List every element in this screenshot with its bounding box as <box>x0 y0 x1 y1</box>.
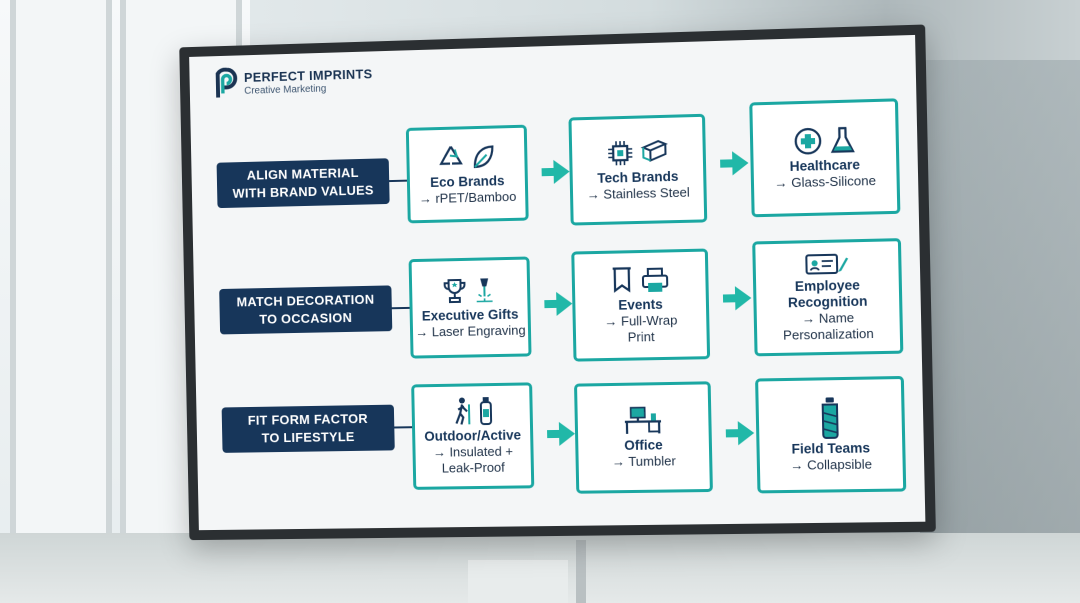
trophy-icon <box>443 277 467 305</box>
desk-icon <box>623 405 664 436</box>
leaf-icon <box>470 142 496 171</box>
card-events: Events → Full-Wrap Print <box>571 248 711 362</box>
card-field-teams: Field Teams → Collapsible <box>755 375 907 494</box>
arrow-icon <box>556 291 573 316</box>
hiker-icon <box>451 397 473 426</box>
arrow-icon <box>553 159 570 184</box>
card-tech-brands: Tech Brands → Stainless Steel <box>568 113 708 226</box>
card-subtitle: → Glass-Silicone <box>774 172 877 191</box>
arrow-icon <box>732 150 749 176</box>
row-label-decoration: MATCH DECORATION TO OCCASION <box>219 285 393 335</box>
card-title: Eco Brands <box>430 173 505 191</box>
brand-header: PERFECT IMPRINTS Creative Marketing <box>213 63 373 99</box>
card-subtitle: → rPET/Bamboo <box>418 188 517 207</box>
medical-cross-icon <box>792 126 823 157</box>
display-monitor: PERFECT IMPRINTS Creative Marketing ALIG… <box>179 24 936 541</box>
row-connector <box>391 306 410 310</box>
card-title: Events <box>618 296 663 313</box>
row-connector <box>389 179 407 183</box>
arrow-icon <box>558 421 576 446</box>
monitor-stand-base <box>468 560 568 603</box>
steel-beam-icon <box>640 138 669 167</box>
row-connector <box>394 426 413 429</box>
card-title: Outdoor/Active <box>424 427 522 444</box>
logo-icon <box>213 67 239 99</box>
card-subtitle: → Stainless Steel <box>586 184 690 203</box>
card-subtitle: → Laser Engraving <box>415 322 526 340</box>
card-title: Executive Gifts <box>421 306 519 324</box>
card-subtitle: → Collapsible <box>790 456 873 473</box>
window-pane <box>10 0 112 562</box>
card-subtitle: → Full-Wrap Print <box>604 312 678 345</box>
card-title: Healthcare <box>789 157 861 175</box>
background-office <box>920 60 1080 540</box>
card-eco-brands: Eco Brands → rPET/Bamboo <box>405 124 529 224</box>
card-outdoor-active: Outdoor/Active → Insulated + Leak-Proof <box>411 382 535 490</box>
card-title: Office <box>624 437 663 453</box>
banner-icon <box>610 265 635 296</box>
arrow-icon <box>737 420 755 446</box>
card-office: Office → Tumbler <box>574 381 713 494</box>
row-label-material: ALIGN MATERIAL WITH BRAND VALUES <box>216 158 390 209</box>
card-executive-gifts: Executive Gifts → Laser Engraving <box>408 256 532 359</box>
id-badge-icon <box>804 251 849 276</box>
recycle-icon <box>437 143 465 172</box>
row-label-text: ALIGN MATERIAL WITH BRAND VALUES <box>232 164 374 201</box>
monitor-stand-pole <box>576 540 586 603</box>
card-title: Field Teams <box>791 440 871 457</box>
card-subtitle: → Tumbler <box>611 453 676 470</box>
card-subtitle: → Name Personalization <box>782 310 874 343</box>
chip-icon <box>606 139 635 168</box>
card-employee-recognition: Employee Recognition → Name Personalizat… <box>752 238 904 357</box>
card-healthcare: Healthcare → Glass-Silicone <box>749 98 901 218</box>
printer-icon <box>640 264 671 293</box>
card-subtitle: → Insulated + Leak-Proof <box>432 443 514 476</box>
laser-icon <box>472 278 496 304</box>
collapsible-bottle-icon <box>818 397 841 439</box>
row-label-text: MATCH DECORATION TO OCCASION <box>236 291 375 327</box>
bottle-icon <box>479 397 494 426</box>
arrow-icon <box>734 285 752 311</box>
flask-icon <box>829 125 856 156</box>
card-title: Employee Recognition <box>787 277 868 311</box>
row-label-form-factor: FIT FORM FACTOR TO LIFESTYLE <box>221 404 395 453</box>
display-screen: PERFECT IMPRINTS Creative Marketing ALIG… <box>189 34 926 531</box>
row-label-text: FIT FORM FACTOR TO LIFESTYLE <box>247 411 369 446</box>
